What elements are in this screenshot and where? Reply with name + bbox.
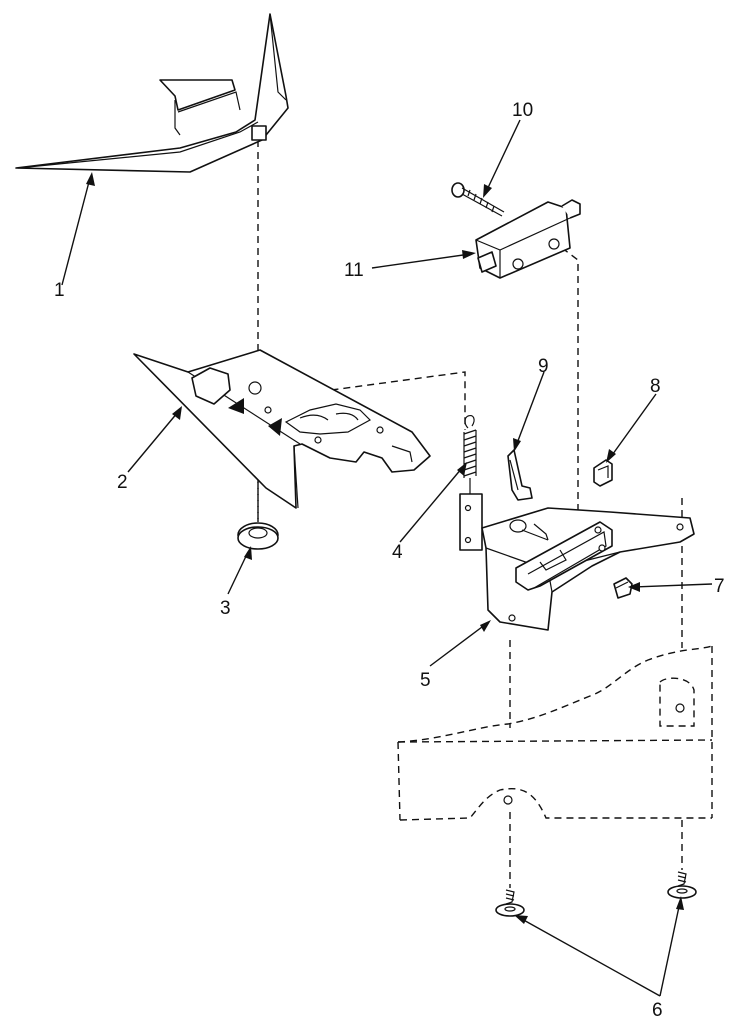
- callout-11: 11: [344, 260, 364, 281]
- part-9-actuator-lever: [507, 449, 549, 541]
- cabinet-outline: [397, 645, 713, 821]
- part-3-washer: [237, 522, 279, 550]
- part-4-spring: [459, 415, 483, 551]
- callout-6: 6: [652, 1000, 663, 1021]
- part-6-screws: [495, 871, 697, 917]
- callout-8: 8: [650, 376, 661, 397]
- part-8-clip: [593, 459, 613, 487]
- part-10-screw: [451, 182, 505, 217]
- part-7-clip: [613, 577, 633, 599]
- part-11-door-switch: [475, 199, 581, 279]
- callout-4: 4: [392, 542, 403, 563]
- callout-10: 10: [512, 100, 533, 121]
- callout-9: 9: [538, 356, 549, 377]
- callout-labels: 1 2 3 4 5 6 7 8 9 10 11: [54, 100, 725, 1021]
- part-1-cover: [15, 13, 289, 173]
- callout-1: 1: [54, 280, 65, 301]
- callout-3: 3: [220, 598, 231, 619]
- part-5-switch-bracket: [481, 507, 695, 631]
- callout-2: 2: [117, 472, 128, 493]
- leader-lines: [61, 119, 713, 997]
- callout-5: 5: [420, 670, 431, 691]
- callout-7: 7: [714, 576, 725, 597]
- part-2-mounting-plate: [133, 349, 431, 509]
